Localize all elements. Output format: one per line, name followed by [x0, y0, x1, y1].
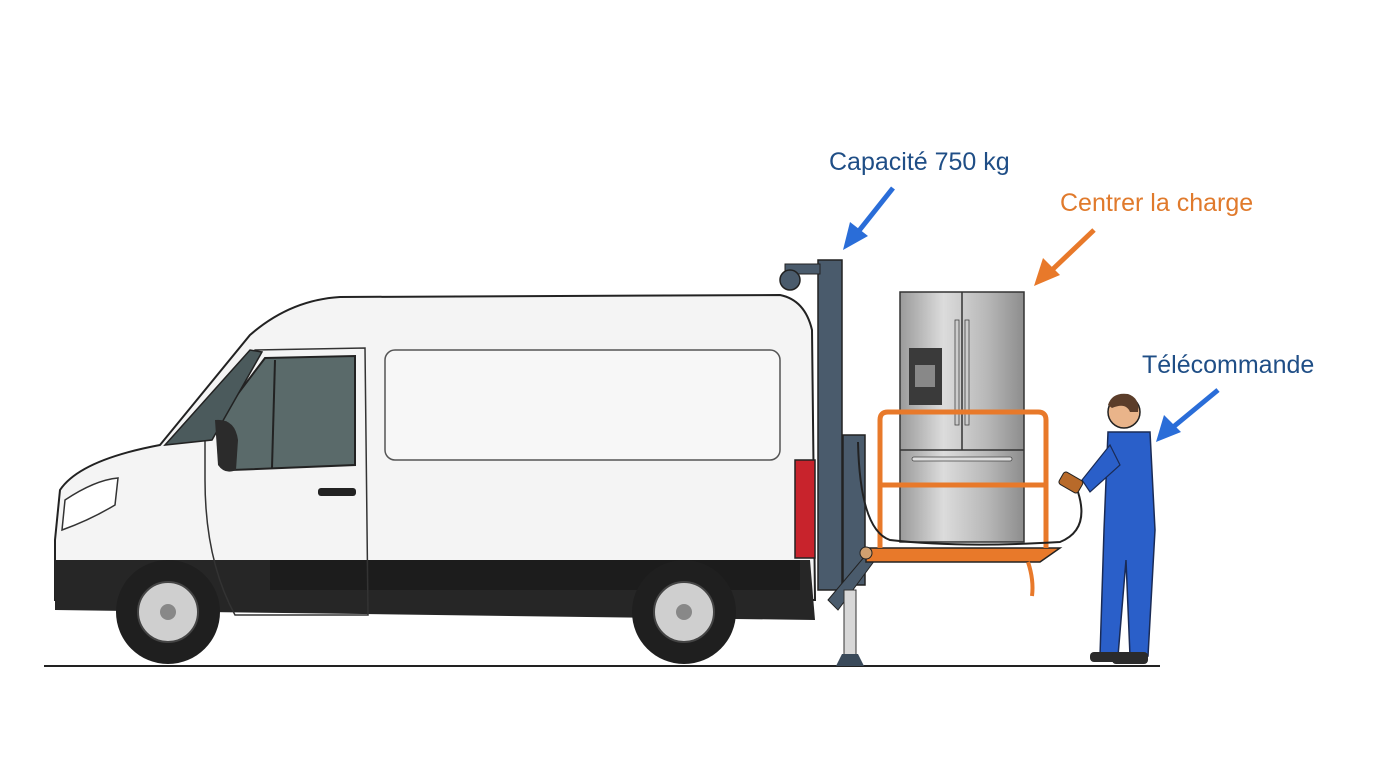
remote-control-icon — [1058, 471, 1084, 494]
remote-arrow — [1156, 388, 1220, 442]
remote-label: Télécommande — [1142, 351, 1315, 379]
platform-guard-rail — [877, 409, 1049, 548]
center-load-arrow — [1034, 228, 1096, 286]
lift-platform — [859, 546, 1063, 597]
van — [54, 293, 817, 664]
center-load-label: Centrer la charge — [1060, 189, 1254, 217]
refrigerator — [899, 291, 1025, 543]
capacity-label: Capacité 750 kg — [829, 148, 1010, 176]
capacity-arrow — [843, 186, 895, 250]
remote-cable — [857, 441, 1083, 546]
tail-lift-mast — [779, 259, 876, 666]
worker — [1058, 393, 1156, 664]
